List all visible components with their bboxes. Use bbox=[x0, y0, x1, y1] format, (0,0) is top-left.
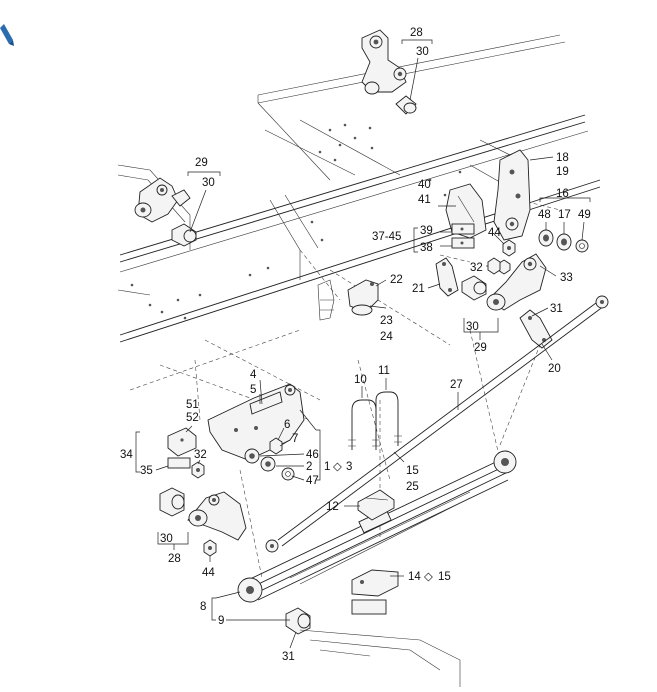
callout-24: 24 bbox=[380, 331, 393, 343]
callout-32-right: 32 bbox=[470, 262, 483, 274]
callout-labels: 28 30 29 30 18 19 16 40 41 39 37-45 38 4… bbox=[120, 27, 591, 663]
callout-30-right: 30 bbox=[466, 321, 479, 333]
frame-rivet-holes bbox=[130, 123, 462, 320]
u-bolt-10 bbox=[348, 399, 380, 450]
callout-5: 5 bbox=[250, 384, 256, 396]
callout-9: 9 bbox=[218, 615, 224, 627]
callout-12: 12 bbox=[326, 501, 339, 513]
callout-41: 41 bbox=[418, 194, 431, 206]
lower-left-shackle-assembly bbox=[159, 487, 247, 541]
callout-39: 39 bbox=[420, 225, 433, 237]
callout-35: 35 bbox=[140, 465, 153, 477]
link-20 bbox=[519, 309, 553, 349]
washer-49 bbox=[575, 239, 589, 253]
pencil-icon[interactable] bbox=[0, 24, 14, 46]
callout-28-top: 28 bbox=[410, 27, 423, 39]
callout-30-bottom: 30 bbox=[160, 533, 173, 545]
callout-14: 14 bbox=[408, 571, 421, 583]
bushing-31-bottom bbox=[285, 607, 311, 635]
callout-44-right: 44 bbox=[488, 227, 501, 239]
front-hanger-bracket-37-45 bbox=[445, 183, 487, 249]
rear-hanger-bracket-18-19 bbox=[493, 149, 531, 241]
callout-14-15: 14 ◇ 15 bbox=[408, 571, 451, 583]
callout-32-left: 32 bbox=[194, 449, 207, 461]
bracket-34 bbox=[167, 427, 197, 469]
callout-1-3-arrow: ◇ bbox=[333, 461, 343, 473]
upper-left-shackle-assembly bbox=[134, 177, 197, 247]
callout-14-15-arrow: ◇ bbox=[424, 571, 434, 583]
callout-16: 16 bbox=[556, 188, 569, 200]
nut-44-right bbox=[502, 239, 516, 257]
callout-27: 27 bbox=[450, 379, 463, 391]
callout-31-bottom: 31 bbox=[282, 651, 295, 663]
callout-2: 2 bbox=[306, 461, 312, 473]
washer-47 bbox=[281, 467, 295, 481]
bushing-48 bbox=[538, 229, 554, 247]
callout-33: 33 bbox=[560, 272, 573, 284]
callout-18: 18 bbox=[556, 152, 569, 164]
callout-25: 25 bbox=[406, 481, 419, 493]
bushing-30-upper-left bbox=[171, 223, 197, 247]
spacer-12 bbox=[357, 489, 395, 521]
callout-46: 46 bbox=[306, 449, 319, 461]
callout-44-bottom: 44 bbox=[202, 567, 215, 579]
leader-lines bbox=[135, 39, 591, 649]
callout-23: 23 bbox=[380, 315, 393, 327]
callout-37-45: 37-45 bbox=[372, 231, 401, 243]
callout-31-right: 31 bbox=[550, 303, 563, 315]
callout-4: 4 bbox=[250, 369, 257, 381]
callout-1-3: 1 ◇ 3 bbox=[324, 461, 352, 473]
callout-38: 38 bbox=[420, 242, 433, 254]
callout-15: 15 bbox=[406, 465, 419, 477]
callout-21: 21 bbox=[412, 283, 425, 295]
callout-28-bottom: 28 bbox=[168, 553, 181, 565]
callout-19: 19 bbox=[556, 166, 569, 178]
axle-seat-14 bbox=[351, 569, 399, 615]
bushing-17 bbox=[556, 233, 572, 251]
callout-10: 10 bbox=[354, 374, 367, 386]
link-21 bbox=[435, 257, 459, 297]
axle-beam bbox=[299, 629, 461, 687]
nut-44-bottom bbox=[203, 539, 217, 557]
callout-8: 8 bbox=[200, 601, 206, 613]
u-bolt-11 bbox=[375, 391, 402, 446]
callout-3: 3 bbox=[346, 461, 352, 473]
callout-49: 49 bbox=[578, 209, 591, 221]
callout-17: 17 bbox=[558, 209, 571, 221]
callout-22: 22 bbox=[390, 274, 403, 286]
callout-52: 52 bbox=[186, 412, 199, 424]
nut-6-7 bbox=[269, 437, 283, 455]
nut-32-right bbox=[487, 257, 501, 275]
callout-34: 34 bbox=[120, 449, 133, 461]
callout-48: 48 bbox=[538, 209, 551, 221]
callout-6: 6 bbox=[284, 419, 290, 431]
torque-rod-27 bbox=[265, 295, 609, 553]
callout-40: 40 bbox=[418, 179, 431, 191]
bracket-under-frame bbox=[317, 279, 335, 321]
callout-29-right: 29 bbox=[474, 342, 487, 354]
callout-11: 11 bbox=[378, 365, 390, 377]
bushing-30-top bbox=[395, 95, 417, 115]
callout-1: 1 bbox=[324, 461, 330, 473]
right-shackle-assembly bbox=[461, 253, 547, 311]
callout-15-second: 15 bbox=[438, 571, 451, 583]
callout-47: 47 bbox=[306, 475, 319, 487]
callout-29-top: 29 bbox=[195, 157, 208, 169]
callout-30-upper-left: 30 bbox=[202, 177, 215, 189]
bushing-46 bbox=[244, 448, 260, 464]
callout-20: 20 bbox=[548, 363, 561, 375]
callout-30-top: 30 bbox=[416, 46, 429, 58]
leaf-spring-8 bbox=[237, 450, 517, 603]
bushing-2 bbox=[260, 456, 276, 472]
nut-32-left bbox=[191, 461, 205, 479]
callout-51: 51 bbox=[186, 399, 199, 411]
bump-stop-22 bbox=[347, 279, 379, 316]
callout-7: 7 bbox=[292, 433, 298, 445]
top-shackle-assembly bbox=[361, 29, 417, 115]
